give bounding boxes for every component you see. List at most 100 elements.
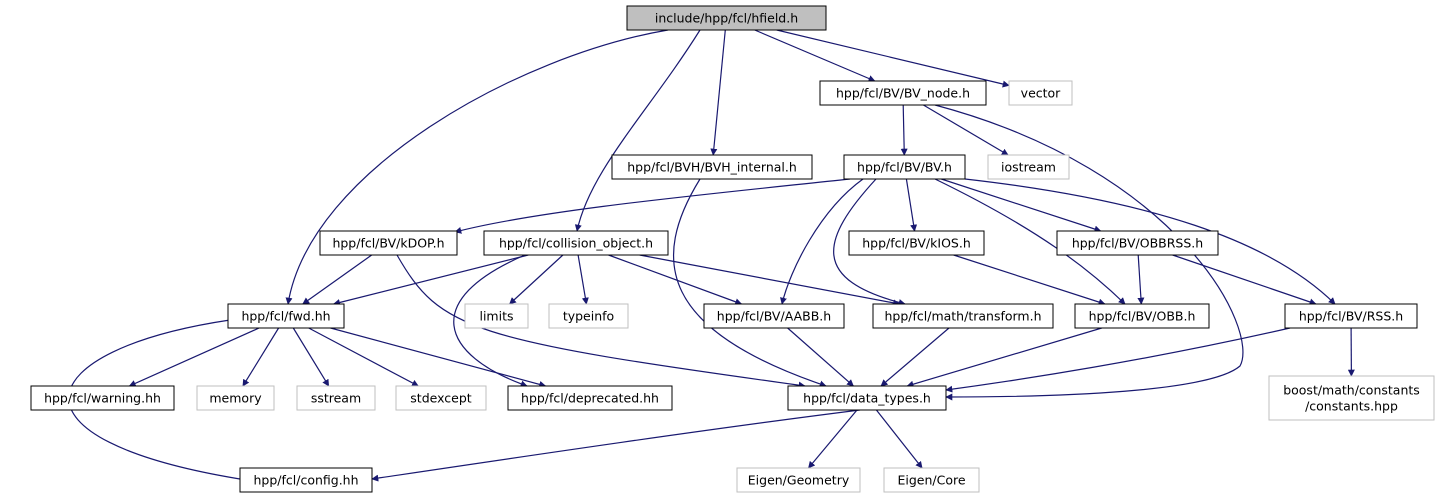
edge-root-to-vector <box>776 29 1010 88</box>
node-label: sstream <box>311 391 361 406</box>
node-data-types[interactable]: hpp/fcl/data_types.h <box>787 385 947 411</box>
node-iostream: iostream <box>987 154 1070 180</box>
node-bv[interactable]: hpp/fcl/BV/BV.h <box>843 154 966 180</box>
node-deprecated[interactable]: hpp/fcl/deprecated.hh <box>507 385 673 411</box>
node-transform[interactable]: hpp/fcl/math/transform.h <box>872 303 1054 329</box>
edge-bv-to-aabb <box>780 178 864 305</box>
edge-fwd-to-stdexcept <box>308 327 419 387</box>
node-box <box>848 230 985 256</box>
node-box <box>1074 303 1210 329</box>
edge-collision_object-to-limits <box>509 254 564 305</box>
node-bvh-internal[interactable]: hpp/fcl/BVH/BVH_internal.h <box>611 154 813 180</box>
node-label: hpp/fcl/BV/kIOS.h <box>862 236 971 251</box>
node-label: hpp/fcl/config.hh <box>253 473 358 488</box>
edge-rss-to-data_types <box>945 327 1291 393</box>
edge-transform-to-data_types <box>880 327 950 387</box>
node-box <box>1056 230 1219 256</box>
edge-data_types-to-config <box>371 409 861 482</box>
node-label: hpp/fcl/math/transform.h <box>884 309 1041 324</box>
node-boost-constants: boost/math/constants/constants.hpp <box>1268 375 1435 421</box>
node-label: hpp/fcl/deprecated.hh <box>521 391 659 406</box>
node-limits: limits <box>464 303 529 329</box>
edge-root-to-collision_object <box>574 29 701 232</box>
edge-bv_node-to-data_types <box>934 104 1244 401</box>
node-label: hpp/fcl/collision_object.h <box>499 236 653 251</box>
node-obb[interactable]: hpp/fcl/BV/OBB.h <box>1074 303 1210 329</box>
node-label: hpp/fcl/BV/BV_node.h <box>836 86 970 101</box>
node-box <box>819 80 987 106</box>
node-memory: memory <box>196 385 275 411</box>
node-label: hpp/fcl/BV/OBB.h <box>1089 309 1196 324</box>
node-box <box>1008 80 1073 106</box>
node-kdop[interactable]: hpp/fcl/BV/kDOP.h <box>319 230 458 256</box>
node-rss[interactable]: hpp/fcl/BV/RSS.h <box>1284 303 1418 329</box>
node-label: hpp/fcl/warning.hh <box>44 391 161 406</box>
node-kios[interactable]: hpp/fcl/BV/kIOS.h <box>848 230 985 256</box>
edges-layer <box>68 29 1355 483</box>
edge-bvh_internal-to-data_types <box>673 178 827 388</box>
edge-root-to-bvh_internal <box>710 29 726 156</box>
edge-kios-to-obb <box>953 254 1106 306</box>
node-box <box>464 303 529 329</box>
edge-bv-to-transform <box>833 178 906 306</box>
node-label: hpp/fcl/BV/RSS.h <box>1299 309 1403 324</box>
node-bv-node[interactable]: hpp/fcl/BV/BV_node.h <box>819 80 987 106</box>
edge-obb-to-data_types <box>906 327 1102 388</box>
edge-bv_node-to-iostream <box>923 104 1009 156</box>
node-box <box>1284 303 1418 329</box>
edge-bv-to-obbrss <box>941 178 1102 233</box>
node-typeinfo: typeinfo <box>548 303 629 329</box>
node-warning[interactable]: hpp/fcl/warning.hh <box>30 385 175 411</box>
node-aabb[interactable]: hpp/fcl/BV/AABB.h <box>703 303 845 329</box>
node-box <box>483 230 669 256</box>
edge-bv-to-rss <box>964 178 1336 305</box>
node-collision-object[interactable]: hpp/fcl/collision_object.h <box>483 230 669 256</box>
edge-collision_object-to-transform <box>639 254 901 307</box>
node-box <box>703 303 845 329</box>
node-label: Eigen/Core <box>897 473 965 488</box>
edge-kdop-to-fwd <box>302 254 373 305</box>
node-label: boost/math/constants <box>1283 383 1420 398</box>
node-label: hpp/fcl/BV/kDOP.h <box>332 236 444 251</box>
edge-kdop-to-data_types <box>396 254 806 389</box>
edge-root-to-fwd <box>285 29 669 305</box>
node-fwd[interactable]: hpp/fcl/fwd.hh <box>227 303 345 329</box>
edge-aabb-to-data_types <box>787 327 854 387</box>
edge-collision_object-to-aabb <box>608 254 743 306</box>
node-box <box>736 467 861 493</box>
edge-bv-to-kios <box>905 178 918 232</box>
edge-fwd-to-memory <box>242 327 280 387</box>
node-label: Eigen/Geometry <box>748 473 850 488</box>
node-box <box>507 385 673 411</box>
node-vector: vector <box>1008 80 1073 106</box>
edge-fwd-to-sstream <box>292 327 330 387</box>
node-sstream: sstream <box>296 385 376 411</box>
node-label: iostream <box>1001 160 1056 175</box>
edge-fwd-to-deprecated <box>330 327 547 388</box>
node-box <box>227 303 345 329</box>
node-box <box>626 5 827 31</box>
edge-data_types-to-eigen_geometry <box>808 409 858 469</box>
node-box <box>196 385 275 411</box>
node-box <box>548 303 629 329</box>
node-eigen-geometry: Eigen/Geometry <box>736 467 861 493</box>
node-obbrss[interactable]: hpp/fcl/BV/OBBRSS.h <box>1056 230 1219 256</box>
node-box <box>395 385 487 411</box>
node-label: hpp/fcl/fwd.hh <box>241 309 330 324</box>
node-box <box>319 230 458 256</box>
node-box <box>843 154 966 180</box>
edge-data_types-to-eigen_core <box>875 409 923 469</box>
edge-fwd-to-warning <box>128 327 260 387</box>
node-stdexcept: stdexcept <box>395 385 487 411</box>
edge-root-to-bv_node <box>754 29 876 82</box>
node-box <box>1268 375 1435 421</box>
node-box <box>296 385 376 411</box>
node-label: stdexcept <box>410 391 471 406</box>
edge-bv-to-kdop <box>454 178 851 234</box>
node-config[interactable]: hpp/fcl/config.hh <box>239 467 373 493</box>
node-root[interactable]: include/hpp/fcl/hfield.h <box>626 5 827 31</box>
nodes-layer: include/hpp/fcl/hfield.h hpp/fcl/BV/BV_no… <box>30 5 1435 493</box>
edge-collision_object-to-typeinfo <box>577 254 589 305</box>
node-label: hpp/fcl/BV/AABB.h <box>717 309 831 324</box>
